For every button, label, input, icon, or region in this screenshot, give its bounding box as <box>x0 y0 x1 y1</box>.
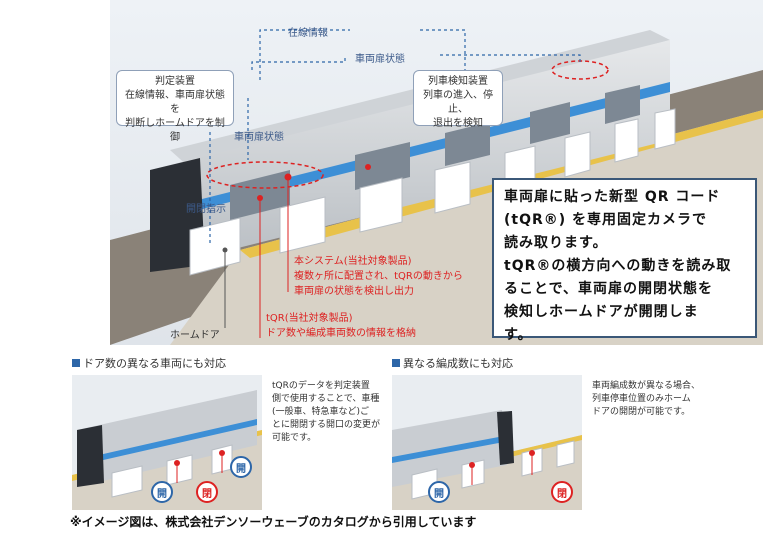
system-label-line2: 複数ヶ所に配置され、tQRの動きから <box>294 269 463 284</box>
train-detector-title: 列車検知装置 <box>420 75 496 89</box>
callout-line4: tQR®の横方向への動きを読み取 <box>504 255 745 278</box>
callout-line3: 読み取ります。 <box>504 232 745 255</box>
open-badge-icon: 開 <box>428 481 450 503</box>
close-badge-icon: 閉 <box>196 481 218 503</box>
callout-line1: 車両扉に貼った新型 QR コード <box>504 186 745 209</box>
line-info-label: 在線情報 <box>288 24 328 39</box>
footer-note: ※イメージ図は、株式会社デンソーウェーブのカタログから引用しています <box>70 513 476 530</box>
door-state-label-mid: 車両扉状態 <box>234 128 284 143</box>
train-detector-box: 列車検知装置 列車の進入、停止、 退出を検知 <box>413 70 503 126</box>
open-badge-icon: 開 <box>151 481 173 503</box>
open-close-command-label: 開閉指示 <box>186 200 226 215</box>
train-detector-line1: 列車の進入、停止、 <box>420 89 496 117</box>
tqr-label-line1: tQR(当社対象製品) <box>266 311 416 326</box>
section-right-heading: 異なる編成数にも対応 <box>392 355 513 371</box>
callout-line5: ることで、車両扉の開閉状態を <box>504 278 745 301</box>
section-right-description: 車両編成数が異なる場合、 列車停車位置のみホーム ドアの開閉が可能です。 <box>592 380 717 419</box>
callout-line2: (tQR®) を専用固定カメラで <box>504 209 745 232</box>
section-left-description: tQRのデータを判定装置 側で使用することで、車種 (一般車、特急車など)ご と… <box>272 380 387 445</box>
judge-device-box: 判定装置 在線情報、車両扉状態を 判断しホームドアを制御 <box>116 70 234 126</box>
bullet-square-icon <box>72 359 80 367</box>
close-badge-icon: 閉 <box>551 481 573 503</box>
train-detector-line2: 退出を検知 <box>420 117 496 131</box>
bullet-square-icon <box>392 359 400 367</box>
description-callout: 車両扉に貼った新型 QR コード (tQR®) を専用固定カメラで 読み取ります… <box>492 178 757 338</box>
door-state-label-top: 車両扉状態 <box>355 50 405 65</box>
callout-line7: す。 <box>504 324 745 347</box>
system-label: 本システム(当社対象製品) 複数ヶ所に配置され、tQRの動きから 車両扉の状態を… <box>294 254 463 299</box>
section-left-heading: ドア数の異なる車両にも対応 <box>72 355 226 371</box>
callout-line6: 検知しホームドアが開閉しま <box>504 301 745 324</box>
tqr-label-line2: ドア数や編成車両数の情報を格納 <box>266 326 416 341</box>
home-door-label: ホームドア <box>170 326 220 341</box>
judge-device-line2: 判断しホームドアを制御 <box>123 117 227 145</box>
open-badge-icon: 開 <box>230 456 252 478</box>
judge-device-line1: 在線情報、車両扉状態を <box>123 89 227 117</box>
system-label-line3: 車両扉の状態を検出し出力 <box>294 284 463 299</box>
tqr-label: tQR(当社対象製品) ドア数や編成車両数の情報を格納 <box>266 311 416 341</box>
judge-device-title: 判定装置 <box>123 75 227 89</box>
system-label-line1: 本システム(当社対象製品) <box>294 254 463 269</box>
